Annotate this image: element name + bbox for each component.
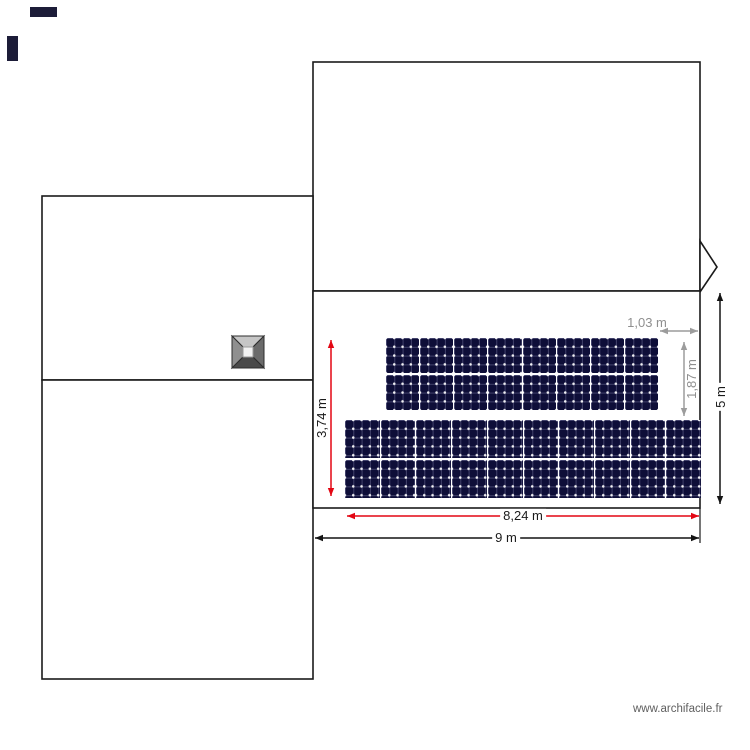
solar-panel-module[interactable]: [624, 338, 658, 373]
dim-label-array-width: 8,24 m: [500, 508, 546, 524]
solar-panel-module[interactable]: [416, 420, 452, 458]
skylight-cap: [242, 346, 254, 358]
solar-panel-module[interactable]: [487, 460, 523, 498]
corner-marker-vertical: [7, 36, 18, 61]
solar-panel-module[interactable]: [420, 375, 454, 410]
dim-label-array-height: 3,74 m: [313, 398, 329, 438]
skylight[interactable]: [230, 334, 266, 370]
solar-panel-module[interactable]: [523, 420, 559, 458]
solar-panel-module[interactable]: [630, 460, 666, 498]
solar-panel-module[interactable]: [454, 338, 488, 373]
solar-panel-module[interactable]: [666, 420, 701, 458]
solar-panel-module[interactable]: [630, 420, 666, 458]
room-upper-left[interactable]: [41, 195, 314, 381]
solar-panel-module[interactable]: [559, 460, 594, 498]
watermark: www.archifacile.fr: [633, 703, 723, 715]
room-top[interactable]: [312, 61, 701, 292]
roof-gable[interactable]: [699, 238, 718, 295]
solar-panel-module[interactable]: [380, 460, 416, 498]
skylight-face-bottom: [230, 351, 266, 369]
solar-panel-module[interactable]: [416, 460, 452, 498]
solar-panel-module[interactable]: [556, 338, 590, 373]
corner-marker-horizontal: [30, 7, 57, 17]
solar-panel-module[interactable]: [452, 420, 487, 458]
dim-label-offset-top: 1,03 m: [627, 314, 667, 330]
solar-panel-module[interactable]: [420, 338, 454, 373]
solar-panel-module[interactable]: [522, 338, 556, 373]
dim-label-offset-side: 1,87 m: [683, 359, 699, 399]
solar-panel-module[interactable]: [594, 460, 630, 498]
solar-panel-module[interactable]: [523, 460, 559, 498]
solar-panel-module[interactable]: [386, 338, 420, 373]
solar-panel-module[interactable]: [666, 460, 701, 498]
solar-panel-module[interactable]: [559, 420, 594, 458]
solar-panel-module[interactable]: [386, 375, 420, 410]
solar-panel-module[interactable]: [624, 375, 658, 410]
solar-panel-module[interactable]: [556, 375, 590, 410]
solar-panel-module[interactable]: [345, 420, 380, 458]
solar-panel-module[interactable]: [488, 338, 522, 373]
solar-panel-module[interactable]: [454, 375, 488, 410]
solar-panel-module[interactable]: [590, 338, 624, 373]
solar-panel-array-lower[interactable]: [345, 420, 701, 498]
room-lower-left[interactable]: [41, 379, 314, 680]
solar-panel-module[interactable]: [522, 375, 556, 410]
solar-panel-module[interactable]: [594, 420, 630, 458]
corner-markers: [7, 7, 57, 61]
solar-panel-module[interactable]: [380, 420, 416, 458]
solar-panel-module[interactable]: [590, 375, 624, 410]
solar-panel-module[interactable]: [345, 460, 380, 498]
solar-panel-module[interactable]: [487, 420, 523, 458]
dim-label-roof-width: 9 m: [492, 530, 520, 546]
solar-panel-module[interactable]: [452, 460, 487, 498]
solar-panel-module[interactable]: [488, 375, 522, 410]
solar-panel-array-upper[interactable]: [386, 338, 658, 410]
dim-label-roof-height: 5 m: [713, 383, 729, 411]
